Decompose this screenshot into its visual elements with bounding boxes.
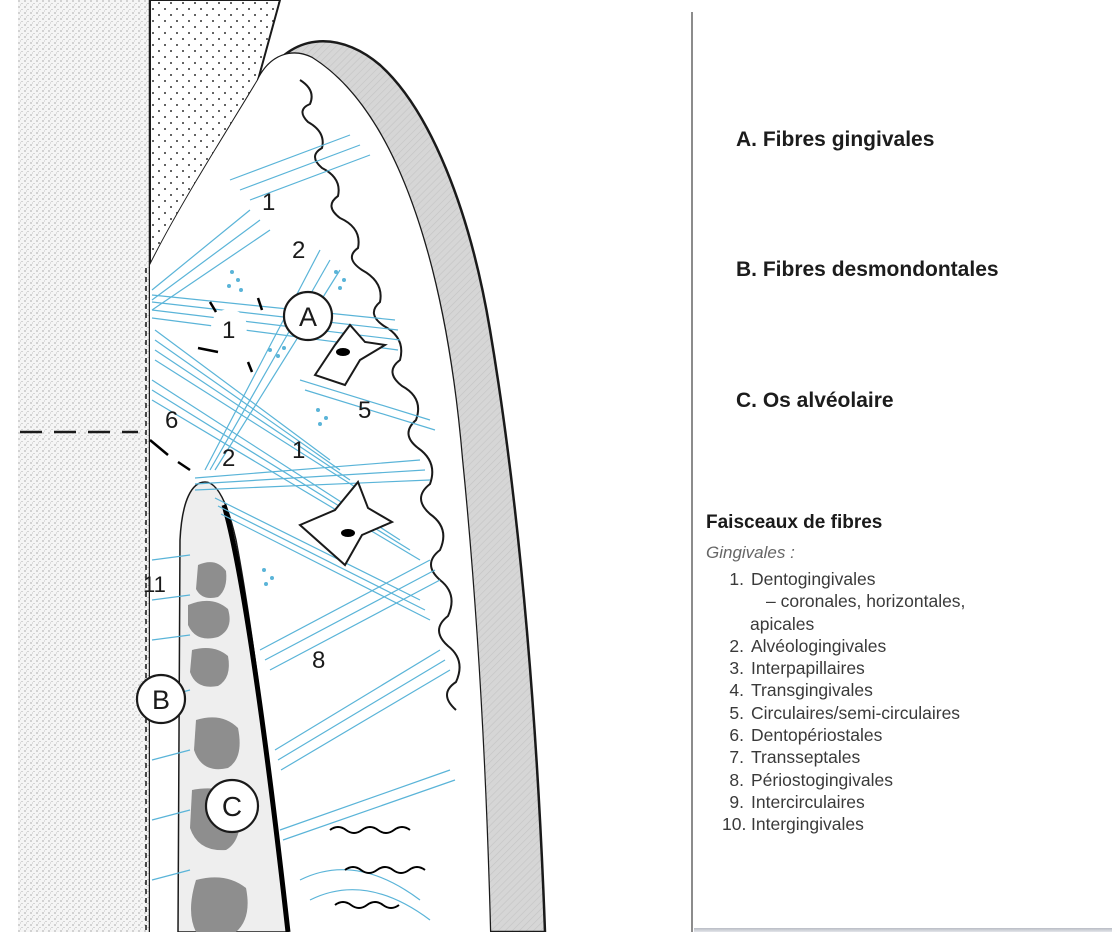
region-label-c: C: [206, 780, 258, 832]
fiber-number-label: 1: [222, 317, 235, 344]
region-label-a: A: [284, 292, 332, 340]
fiber-number-label: 1: [292, 437, 305, 464]
fiber-key-heading: Faisceaux de fibres: [706, 512, 882, 534]
fiber-key-subitem: – coronales, horizontales,: [722, 590, 1102, 612]
fibroblast-nucleus: [336, 348, 350, 356]
fiber-key-item: 7.Transseptales: [722, 746, 1102, 768]
fiber-key-item: 9.Intercirculaires: [722, 791, 1102, 813]
fiber-key-item: 3.Interpapillaires: [722, 657, 1102, 679]
fiber-key-subheading: Gingivales :: [706, 543, 795, 563]
region-label-b: B: [137, 675, 185, 723]
fiber-key-item: 1.Dentogingivales: [722, 568, 1102, 590]
fiber-key-list: 1.Dentogingivales – coronales, horizonta…: [722, 568, 1102, 836]
fiber-key-item: 2.Alvéologingivales: [722, 635, 1102, 657]
fiber-number-label: 6: [165, 407, 178, 434]
region-label-text: A: [299, 302, 317, 332]
fiber-number-label: 1: [262, 189, 275, 216]
fiber-number-label: 8: [312, 647, 325, 674]
fiber-key-subitem: apicales: [722, 613, 1102, 635]
region-label-text: B: [152, 685, 170, 715]
fiber-number-label: 11: [143, 572, 166, 597]
legend-os-alveolaire: C. Os alvéolaire: [736, 389, 894, 413]
tooth-root: [18, 0, 150, 932]
fiber-key-item: 5.Circulaires/semi-circulaires: [722, 702, 1102, 724]
fiber-number-label: 2: [292, 237, 305, 264]
fiber-key-item: 4.Transgingivales: [722, 679, 1102, 701]
gingiva-diagram: 1 2 1 6 2 1 5 11 8 A B C: [0, 0, 694, 932]
fiber-key-item: 6.Dentopériostales: [722, 724, 1102, 746]
fibroblast-nucleus: [341, 529, 355, 537]
fiber-key-item: 10.Intergingivales: [722, 813, 1102, 835]
fiber-number-label: 5: [358, 397, 371, 424]
legend-fibres-gingivales: A. Fibres gingivales: [736, 128, 934, 152]
fiber-key-item: 8.Périostogingivales: [722, 769, 1102, 791]
page-edge-shadow: [694, 928, 1112, 932]
region-label-text: C: [222, 791, 242, 822]
fiber-number-label: 2: [222, 445, 235, 472]
legend-fibres-desmondontales: B. Fibres desmondontales: [736, 258, 999, 282]
